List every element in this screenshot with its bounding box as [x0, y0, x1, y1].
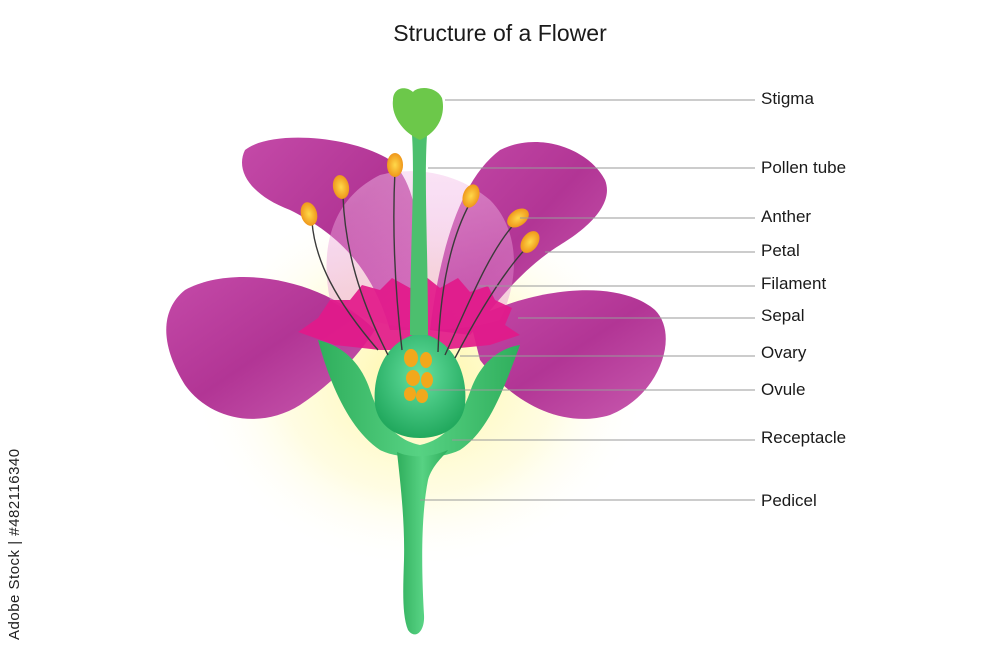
stigma: [392, 88, 444, 140]
style: [410, 135, 428, 335]
label-ovule: Ovule: [761, 380, 806, 399]
leader-lines: [420, 99, 755, 501]
stock-id-tag: Adobe Stock | #482116340: [6, 448, 23, 640]
ovules: [404, 349, 433, 403]
label-pollen-tube: Pollen tube: [761, 158, 847, 177]
label-stigma: Stigma: [761, 89, 814, 108]
petal-right: [470, 290, 666, 419]
ovary: [374, 333, 466, 438]
filaments: [311, 169, 530, 359]
sepal-cup: [318, 340, 520, 458]
label-ovary: Ovary: [761, 343, 807, 362]
label-pedicel: Pedicel: [761, 491, 817, 510]
label-anther: Anther: [761, 207, 812, 226]
inner-petal-frill: [298, 276, 520, 350]
label-petal: Petal: [761, 241, 800, 260]
diagram-title: Structure of a Flower: [393, 20, 607, 46]
pedicel: [397, 450, 448, 635]
label-sepal: Sepal: [761, 306, 805, 325]
label-filament: Filament: [761, 274, 827, 293]
anthers: [300, 153, 540, 253]
label-receptacle: Receptacle: [761, 428, 847, 447]
